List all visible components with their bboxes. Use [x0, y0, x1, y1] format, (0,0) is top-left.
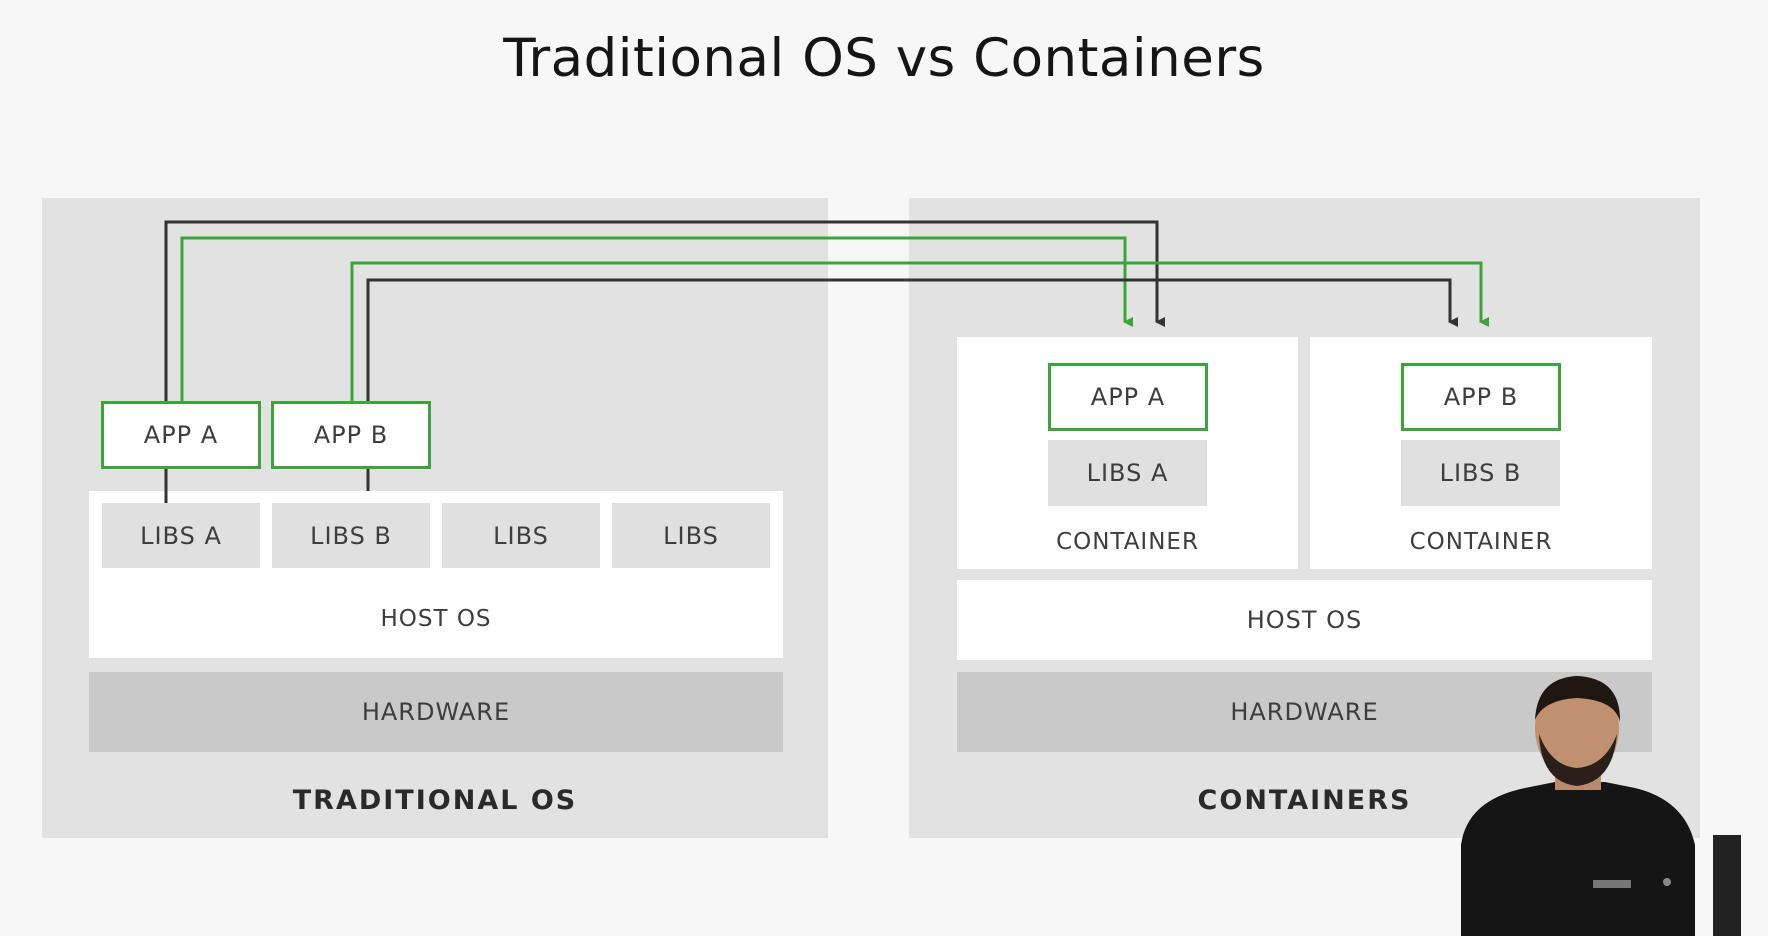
container-label: CONTAINER [1409, 529, 1553, 555]
libs-b-block: LIBS B [272, 503, 430, 568]
container-label: CONTAINER [1056, 529, 1199, 555]
shirt-logo [1593, 880, 1631, 888]
presenter-video-overlay [1461, 676, 1741, 936]
traditional-os-caption: TRADITIONAL OS [292, 784, 578, 816]
app-b-green-connector [350, 261, 1489, 405]
head-shape [1535, 676, 1619, 780]
hair-shape [1535, 676, 1621, 722]
hardware-block: HARDWARE [89, 672, 783, 752]
libs-b-block: LIBS B [1401, 440, 1560, 506]
app-a-box: APP A [101, 401, 261, 469]
libs-a-block: LIBS A [1048, 440, 1207, 506]
shirt-button [1663, 878, 1671, 886]
app-a-box: APP A [1048, 363, 1208, 431]
chair-shape [1713, 835, 1741, 936]
app-b-dark-connector [366, 278, 1458, 491]
slide-title: Traditional OS vs Containers [503, 28, 1265, 89]
host-os-block: HOST OS [957, 580, 1652, 660]
libs-a-block: LIBS A [102, 503, 260, 568]
beard-shape [1539, 734, 1617, 786]
torso-shape [1461, 782, 1695, 936]
app-b-box: APP B [1401, 363, 1561, 431]
libs-block: LIBS [442, 503, 600, 568]
libs-block: LIBS [612, 503, 770, 568]
containers-caption: CONTAINERS [1197, 784, 1412, 816]
app-a-dark-connector [164, 220, 1165, 503]
app-b-box: APP B [271, 401, 431, 469]
host-os-label: HOST OS [380, 606, 492, 632]
